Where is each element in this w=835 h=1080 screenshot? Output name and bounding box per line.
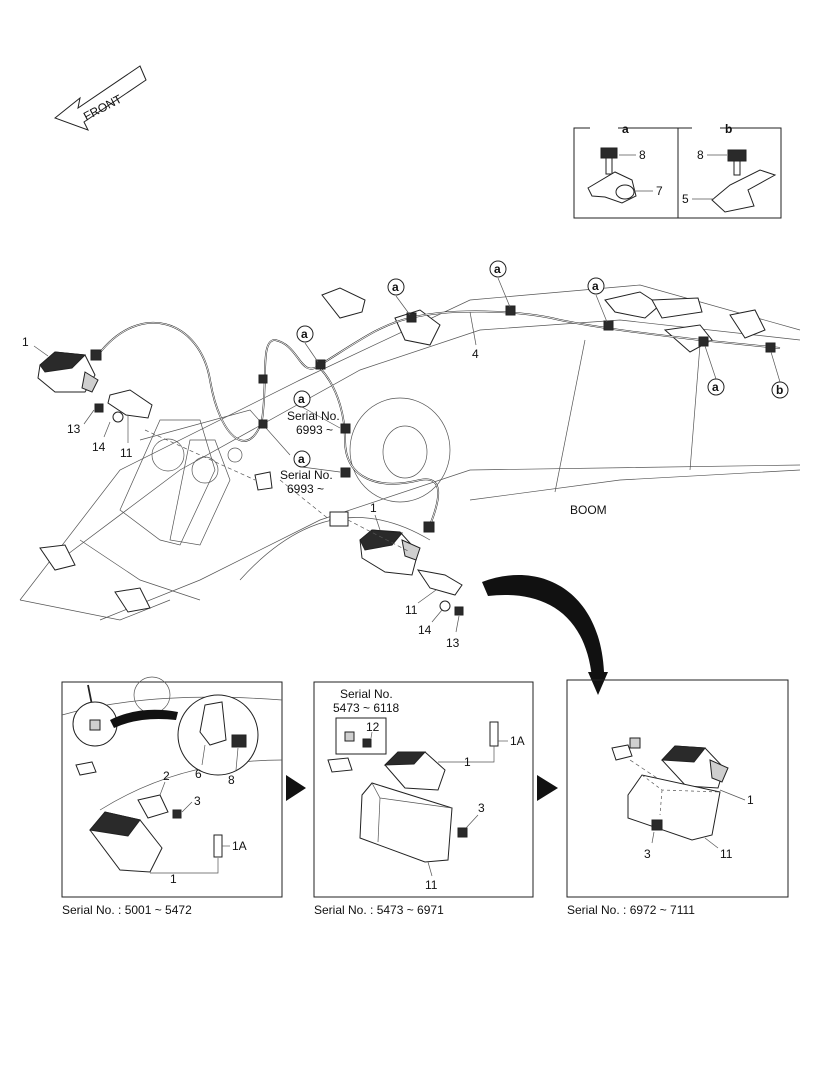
transition-arrow-icon <box>482 575 604 678</box>
lamp-bracket-left <box>107 389 153 419</box>
p2-label-11: 11 <box>425 878 438 892</box>
bracket-bolt-icon <box>711 149 777 213</box>
work-lamp-left <box>37 351 99 393</box>
arrow-right-icon <box>537 775 558 801</box>
svg-text:a: a <box>301 327 308 341</box>
svg-text:a: a <box>494 262 501 276</box>
p2-header-line1: Serial No. <box>340 687 393 701</box>
callout-a: a <box>296 325 319 363</box>
p2-label-1a: 1A <box>510 734 525 748</box>
p1-label-1: 1 <box>170 872 177 886</box>
bracket-right-num: 11 <box>405 603 418 617</box>
bolt-right-icon <box>454 606 464 616</box>
p2-label-1: 1 <box>464 755 471 769</box>
washer-right-num: 14 <box>418 623 432 637</box>
serial-note-2-line2: 6993 ~ <box>287 482 324 496</box>
p3-label-1: 1 <box>747 793 754 807</box>
boom-label: BOOM <box>570 503 607 517</box>
detail-col-b: b <box>725 122 732 136</box>
p2-label-12: 12 <box>366 720 380 734</box>
p1-label-1a: 1A <box>232 839 247 853</box>
boom-outline: BOOM <box>19 284 801 621</box>
arrow-right-icon <box>286 775 306 801</box>
panel-3: 1 3 11 <box>566 679 789 898</box>
p3-label-3: 3 <box>644 847 651 861</box>
washer-right-icon <box>439 600 451 612</box>
callout-a: a <box>704 345 725 396</box>
panel-2: Serial No. 5473 ~ 6118 12 1A 1 3 11 <box>313 681 534 898</box>
callout-a: a <box>587 277 608 323</box>
bracket-left-num: 11 <box>120 446 133 460</box>
svg-text:a: a <box>712 380 719 394</box>
panel-3-caption: Serial No. : 6972 ~ 7111 <box>567 903 695 917</box>
svg-text:a: a <box>392 280 399 294</box>
front-arrow: FRONT <box>53 65 147 131</box>
p1-label-8: 8 <box>228 773 235 787</box>
washer-left-num: 14 <box>92 440 106 454</box>
panel-1: 6 8 2 3 1 1A <box>61 676 283 898</box>
callout-a: a <box>293 390 341 429</box>
bolt-right-num: 13 <box>446 636 460 650</box>
callout-a: a <box>293 450 341 473</box>
p3-label-11: 11 <box>720 847 733 861</box>
bolt-left-icon <box>94 403 104 413</box>
p2-label-3: 3 <box>478 801 485 815</box>
detail-box: a b 8 7 8 5 <box>573 122 782 219</box>
detail-b-bracket-num: 5 <box>682 192 689 206</box>
detail-col-a: a <box>622 122 629 136</box>
clamp-bolt-icon <box>587 147 637 204</box>
panel-1-caption: Serial No. : 5001 ~ 5472 <box>62 903 192 917</box>
callout-a: a <box>489 260 511 308</box>
svg-text:a: a <box>298 392 305 406</box>
front-label: FRONT <box>81 91 125 123</box>
detail-a-clamp-num: 7 <box>656 184 663 198</box>
detail-a-bolt-num: 8 <box>639 148 646 162</box>
p1-label-3: 3 <box>194 794 201 808</box>
callout-a-markers: a a a a a a a b <box>293 260 789 473</box>
callout-b: b <box>770 351 789 399</box>
svg-text:b: b <box>776 383 783 397</box>
work-lamp-right <box>329 511 463 596</box>
serial-note-1-line2: 6993 ~ <box>296 423 333 437</box>
lamp-right-num: 1 <box>370 501 377 515</box>
bolt-left-num: 13 <box>67 422 81 436</box>
detail-b-bolt-num: 8 <box>697 148 704 162</box>
panel-2-caption: Serial No. : 5473 ~ 6971 <box>314 903 444 917</box>
p1-label-6: 6 <box>195 767 202 781</box>
lamp-left-num: 1 <box>22 335 29 349</box>
wire-harness <box>90 305 781 533</box>
serial-note-2-line1: Serial No. <box>280 468 333 482</box>
svg-text:a: a <box>298 452 305 466</box>
serial-note-1-line1: Serial No. <box>287 409 340 423</box>
callout-a: a <box>387 278 411 316</box>
p1-label-2: 2 <box>163 769 170 783</box>
harness-num: 4 <box>472 347 479 361</box>
washer-left-icon <box>112 411 124 423</box>
p2-header-line2: 5473 ~ 6118 <box>333 701 400 715</box>
svg-text:a: a <box>592 279 599 293</box>
